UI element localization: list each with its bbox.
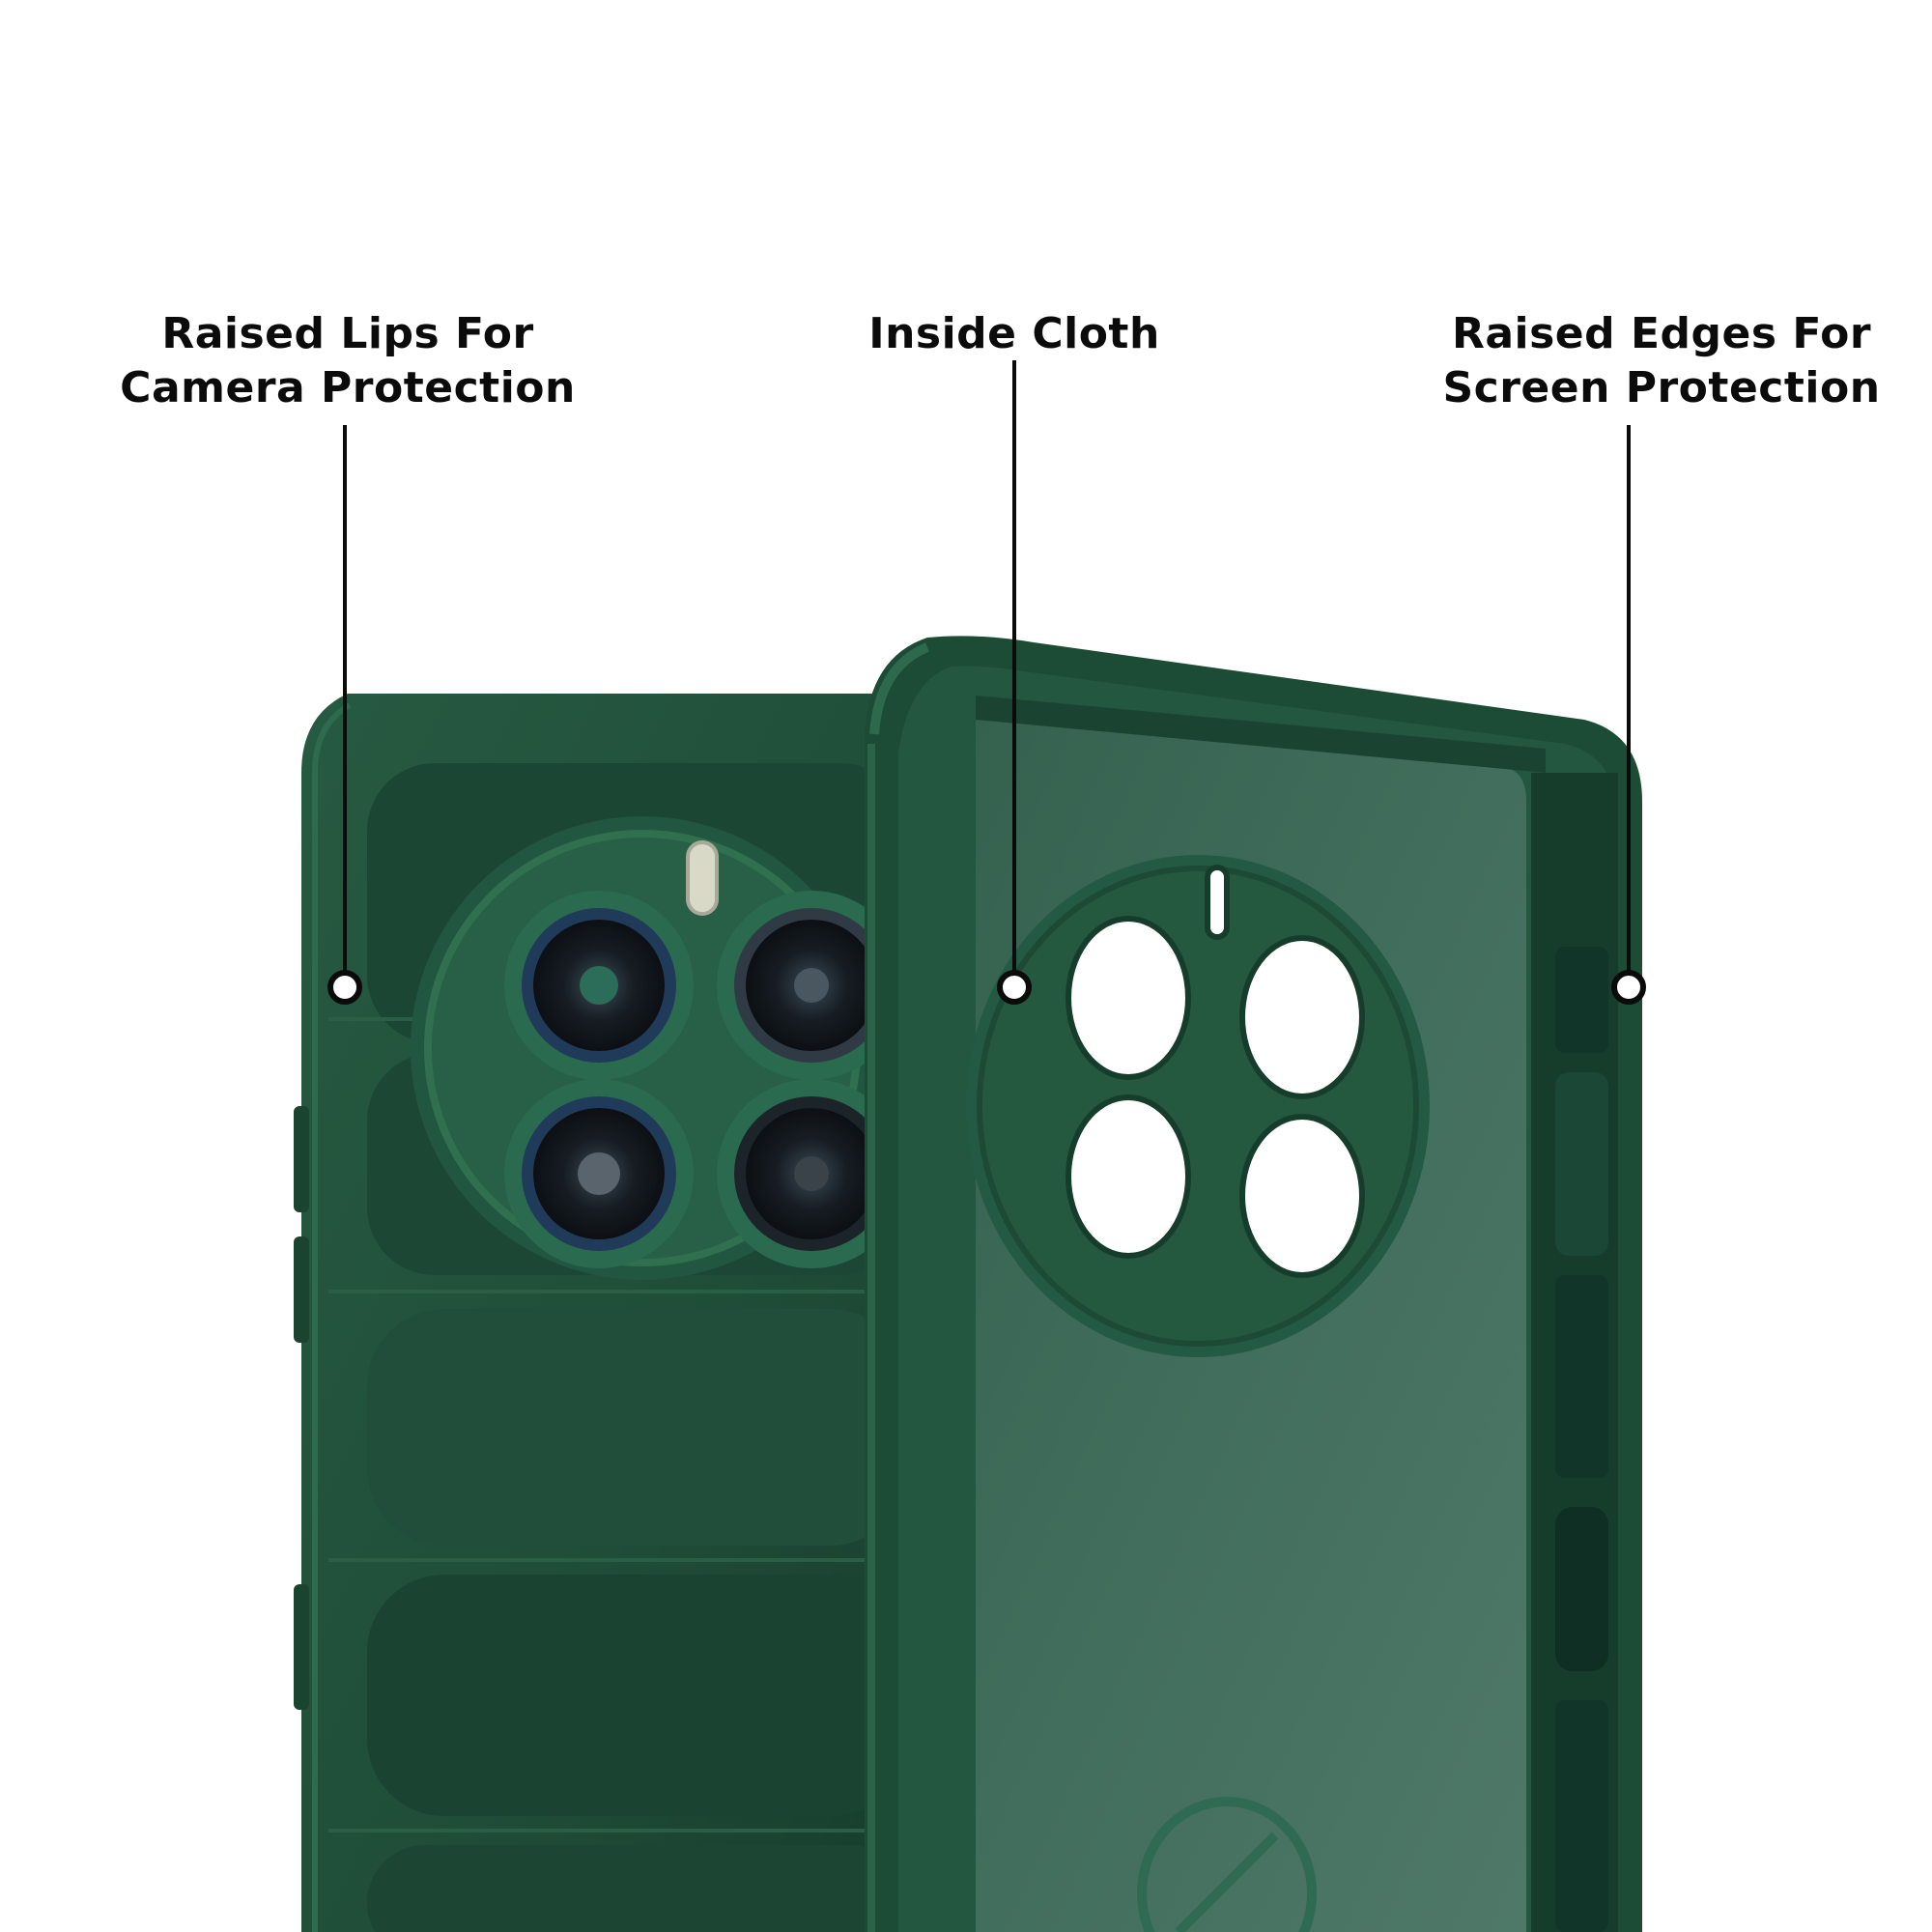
callout-camera-line2: Camera Protection <box>120 363 576 412</box>
callout-screen-protection: Raised Edges For Screen Protection <box>1410 307 1913 415</box>
camera-lens <box>504 891 694 1080</box>
callout-leader-cloth <box>997 360 1032 1005</box>
back-case <box>294 694 908 1932</box>
callout-leader-camera <box>327 425 362 1005</box>
camera-lens <box>717 891 906 1080</box>
callout-cloth-line1: Inside Cloth <box>868 309 1160 358</box>
callout-camera-line1: Raised Lips For <box>161 309 534 358</box>
camera-lens <box>504 1079 694 1268</box>
callout-inside-cloth: Inside Cloth <box>811 307 1217 361</box>
callout-leader-screen <box>1611 425 1646 1005</box>
camera-lens <box>717 1079 906 1268</box>
callout-screen-line2: Screen Protection <box>1442 363 1881 412</box>
callout-camera-protection: Raised Lips For Camera Protection <box>97 307 599 415</box>
camera-module <box>411 816 906 1280</box>
inside-case <box>865 636 1642 1932</box>
camera-cutout <box>966 855 1430 1357</box>
callout-screen-line1: Raised Edges For <box>1451 309 1872 358</box>
